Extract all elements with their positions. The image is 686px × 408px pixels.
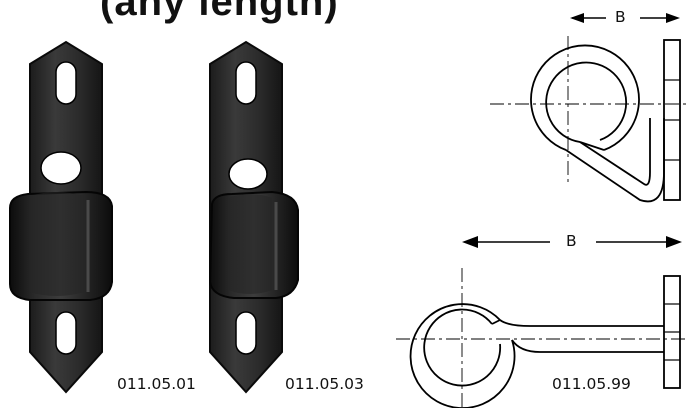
bracket-photo-011-05-01 [9,40,113,394]
dimension-label-top: B [615,8,626,26]
technical-drawing-top [490,13,686,203]
slot-hole-icon [235,61,257,105]
arrow-right-icon [666,236,682,248]
product-code-label: 011.05.03 [285,375,364,393]
arrow-left-icon [462,236,478,248]
dimension-label-bottom: B [566,232,577,250]
slot-hole-icon [235,311,257,355]
product-code-label: 011.05.99 [552,375,631,393]
title-fragment: (any length) [100,0,339,24]
product-code-label: 011.05.01 [117,375,196,393]
arrow-left-icon [570,13,584,23]
round-hole-icon [228,158,268,190]
round-hole-icon [40,151,82,185]
arrow-right-icon [666,13,680,23]
bracket-photo-011-05-03 [208,40,299,394]
technical-drawing-bottom [396,236,686,408]
slot-hole-icon [55,311,77,355]
slot-hole-icon [55,61,77,105]
